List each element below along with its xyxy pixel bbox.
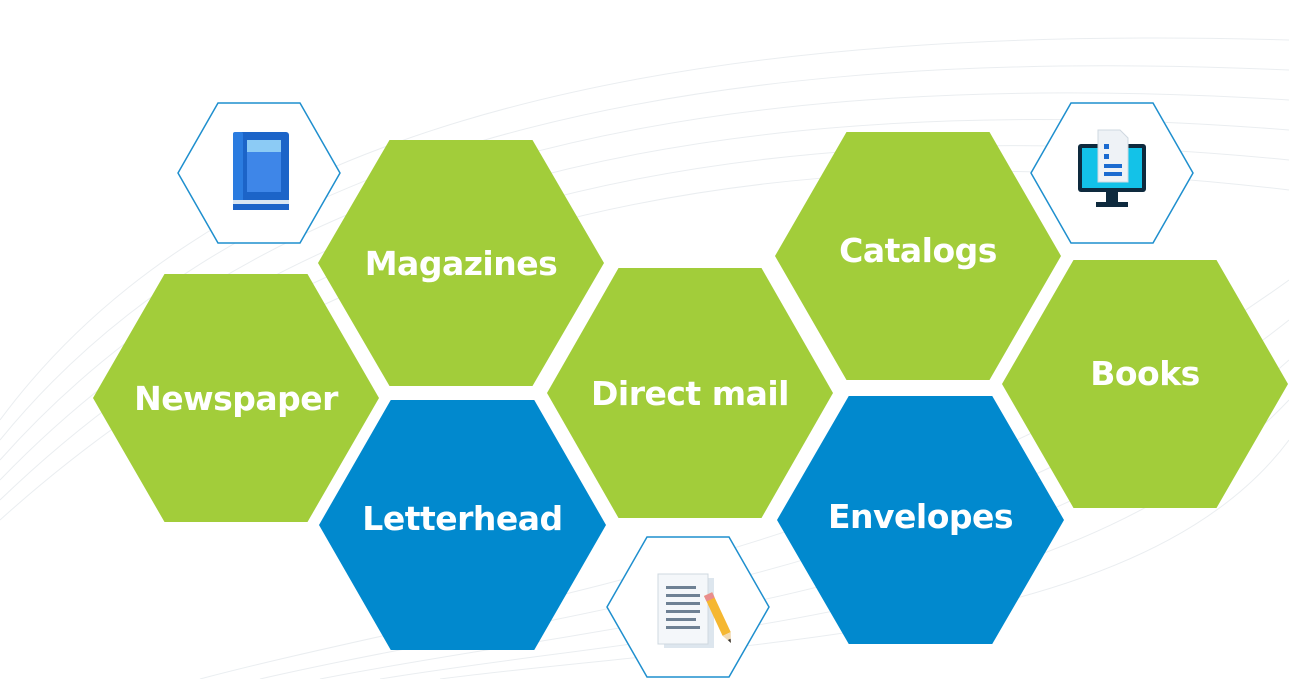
monitor-icon-hexagon xyxy=(1030,102,1194,244)
hexagon-label-magazines: Magazines xyxy=(364,243,558,283)
hexagon-label-direct-mail: Direct mail xyxy=(591,373,789,413)
hexagon-label-catalogs: Catalogs xyxy=(839,230,997,270)
book-icon xyxy=(233,132,289,210)
hexagon-label-envelopes: Envelopes xyxy=(827,496,1014,536)
hexagon-label-books: Books xyxy=(1090,353,1200,393)
hexagon-label-newspaper: Newspaper xyxy=(134,378,338,418)
hexagon-direct-mail: Direct mail xyxy=(547,268,833,518)
hexagon-label-letterhead: Letterhead xyxy=(362,498,563,538)
hexagon-catalogs: Catalogs xyxy=(775,132,1061,380)
document-pencil-icon xyxy=(657,573,731,648)
monitor-document-icon xyxy=(1078,129,1146,207)
document-icon-hexagon xyxy=(606,536,770,678)
book-icon-hexagon xyxy=(177,102,341,244)
